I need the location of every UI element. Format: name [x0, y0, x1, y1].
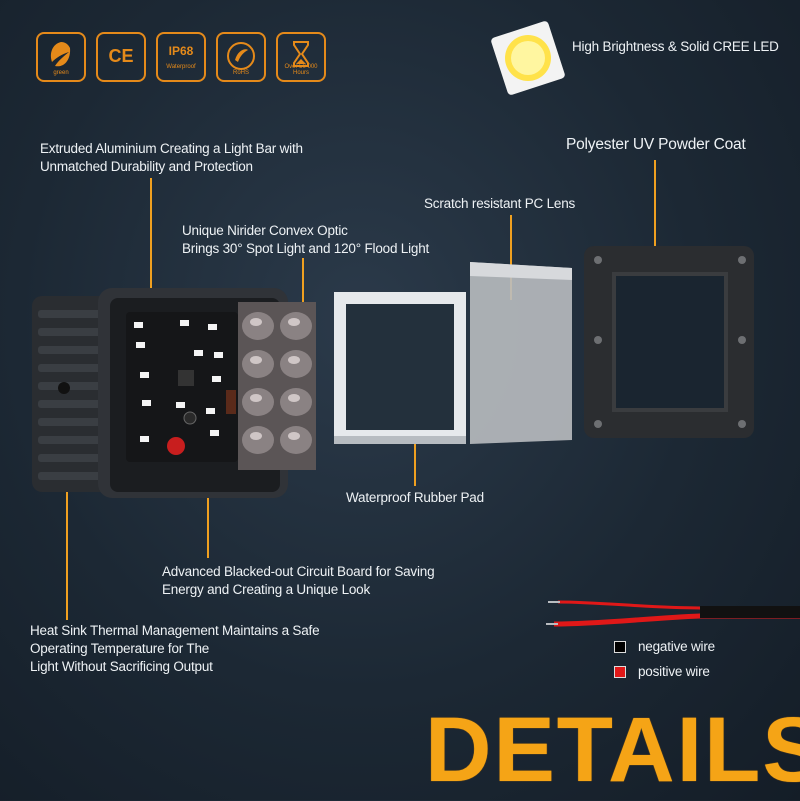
positive-wire-label: positive wire [638, 664, 710, 679]
optic-caption-line: Unique Nirider Convex Optic [182, 223, 348, 238]
lens-caption: Scratch resistant PC Lens [424, 196, 576, 211]
ip68-badge: IP68 Waterproof [156, 32, 206, 82]
rubber-pad-leader [414, 434, 416, 486]
heat-sink-caption-line: Heat Sink Thermal Management Maintains a… [30, 623, 320, 638]
led-caption: High Brightness & Solid CREE LED [572, 39, 779, 54]
heat-sink-leader [66, 448, 68, 620]
waterproof-label: Waterproof [166, 64, 196, 70]
powder-coat-caption: Polyester UV Powder Coat [566, 136, 746, 153]
heat-sink-caption: Heat Sink Thermal Management Maintains a… [30, 622, 320, 676]
rubber-pad-caption: Waterproof Rubber Pad [346, 490, 484, 505]
heat-sink-caption-line: Operating Temperature for The [30, 641, 210, 656]
negative-wire-swatch [614, 641, 626, 653]
aluminium-leader [150, 178, 152, 296]
ce-badge: CE [96, 32, 146, 82]
rubber-pad [334, 292, 466, 444]
lens-leader [510, 215, 512, 300]
aluminium-caption-line: Unmatched Durability and Protection [40, 159, 253, 174]
circuit-caption-line: Energy and Creating a Unique Look [162, 582, 371, 597]
rohs-icon [227, 42, 255, 70]
negative-wire-label: negative wire [638, 639, 715, 654]
powder-coat-leader [654, 160, 656, 252]
rohs-label: RoHS [232, 70, 249, 76]
details-title: DETAILS [425, 699, 800, 801]
convex-optic [238, 302, 316, 470]
aluminium-caption-line: Extruded Aluminium Creating a Light Bar … [40, 141, 303, 156]
light-exploded-view [32, 246, 754, 498]
green-label: green [53, 70, 69, 76]
optic-caption: Unique Nirider Convex Optic Brings 30° S… [182, 222, 429, 258]
lifetime-label: Over 50 000 Hours [284, 64, 318, 76]
pc-lens [470, 262, 572, 444]
aluminium-caption: Extruded Aluminium Creating a Light Bar … [40, 140, 303, 176]
positive-wire-swatch [614, 666, 626, 678]
circuit-caption-line: Advanced Blacked-out Circuit Board for S… [162, 564, 435, 579]
ip68-label: IP68 [168, 44, 194, 58]
powder-coat-bezel [584, 246, 754, 438]
optic-leader [302, 258, 304, 314]
ce-mark-icon: CE [108, 46, 134, 66]
hourglass-icon [293, 41, 309, 67]
green-badge: green [36, 32, 86, 82]
optic-caption-line: Brings 30° Spot Light and 120° Flood Lig… [182, 241, 430, 256]
circuit-board [126, 312, 238, 462]
circuit-caption: Advanced Blacked-out Circuit Board for S… [162, 563, 435, 599]
cree-led-icon [491, 21, 565, 95]
lifetime-badge: Over 50 000 Hours [276, 32, 326, 82]
heat-sink-caption-line: Light Without Sacrificing Output [30, 659, 213, 674]
leaf-icon [50, 42, 71, 67]
wire-illustration [546, 600, 800, 627]
rohs-badge: RoHS [216, 32, 266, 82]
